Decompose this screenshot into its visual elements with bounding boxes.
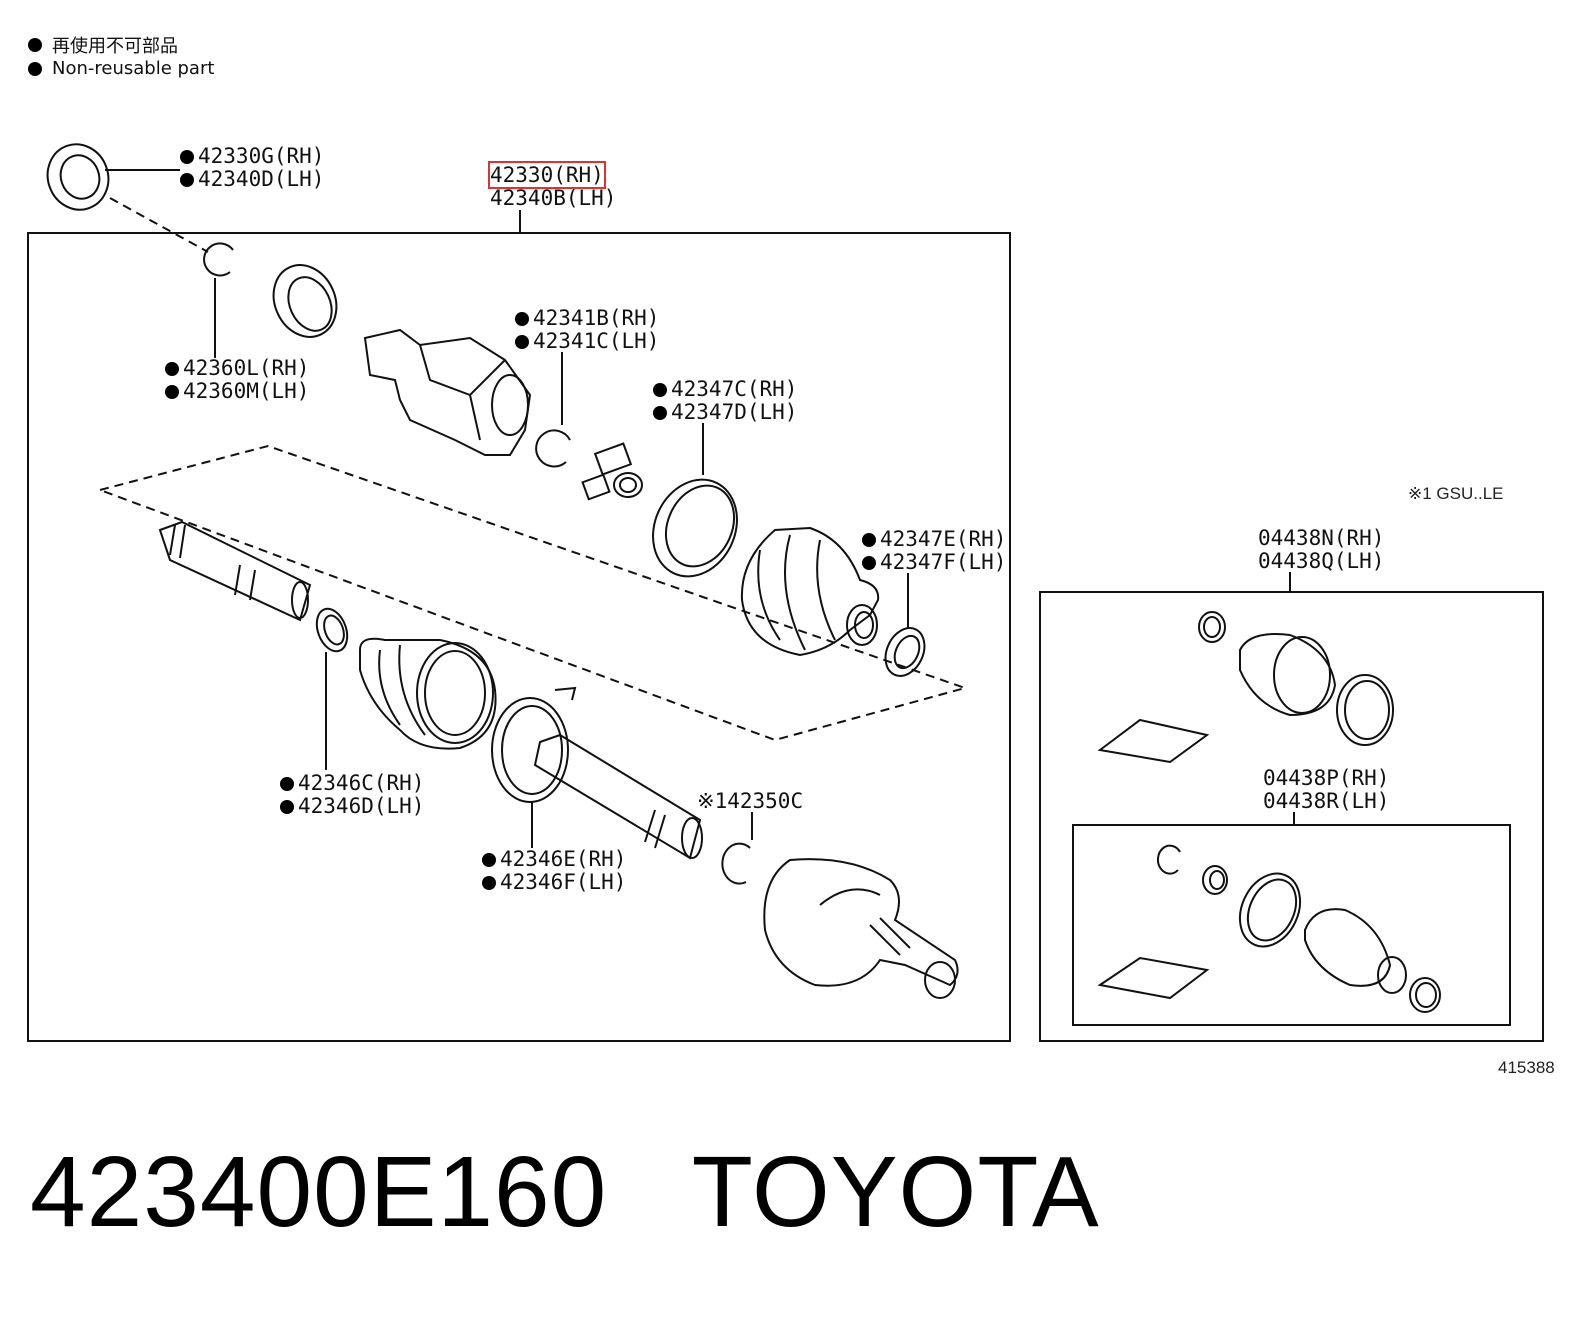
tripod-shape (581, 442, 643, 501)
bullet-icon (180, 173, 194, 187)
label-ring-c: 42341B(RH) 42341C(LH) (515, 307, 659, 353)
model-note: ※1 GSU..LE (1408, 484, 1504, 503)
label-boot-kit-outer: 04438N(RH) 04438Q(LH) (1258, 526, 1385, 573)
clamp-c-shape (315, 607, 349, 653)
dashed-group (96, 444, 969, 742)
kit-outer-parts (1097, 611, 1394, 764)
snap-ring-shape (203, 242, 234, 277)
highlighted-part-number: 42330(RH) (488, 161, 606, 189)
bullet-icon (653, 406, 667, 420)
legend-jp: 再使用不可部品 (28, 32, 178, 58)
outer-shaft-shape (533, 733, 703, 860)
label-clamp-b: 42347E(RH) 42347F(LH) (862, 528, 1006, 574)
boot-kit-inner-frame (1072, 824, 1511, 1026)
bullet-icon (862, 533, 876, 547)
label-clamp-a: 42347C(RH) 42347D(LH) (653, 378, 797, 424)
label-clamp-d: 42346E(RH) 42346F(LH) (482, 848, 626, 894)
label-clamp-c: 42346C(RH) 42346D(LH) (280, 772, 424, 818)
seal-ring-shape (272, 264, 338, 338)
label-boot-kit-inner: 04438P(RH) 04438R(LH) (1263, 766, 1390, 813)
bullet-icon (280, 777, 294, 791)
label-snap-ring: 42360L(RH) 42360M(LH) (165, 357, 309, 403)
clamp-b-shape (884, 627, 926, 677)
clamp-a-shape (652, 478, 738, 578)
figure-number: 415388 (1498, 1058, 1555, 1077)
dust-seal-shape (46, 143, 110, 211)
label-snap-ring-b: ※142350C (697, 789, 804, 813)
label-dust-seal: 42330G(RH) 42340D(LH) (180, 145, 324, 191)
bullet-icon (280, 800, 294, 814)
legend-en: Non-reusable part (28, 58, 214, 79)
bullet-icon (515, 335, 529, 349)
legend-jp-text: 再使用不可部品 (52, 36, 178, 57)
part-title: 423400E160 TOYOTA (30, 1136, 1100, 1248)
bullet-icon (180, 150, 194, 164)
inboard-joint-shape (363, 328, 532, 456)
bullet-icon (165, 385, 179, 399)
bullet-icon (28, 61, 42, 76)
kit-inner-parts (1097, 844, 1441, 1013)
bullet-icon (515, 312, 529, 326)
snap-ring-b-shape (721, 842, 751, 885)
outboard-joint-shape (763, 858, 959, 999)
bullet-icon (862, 556, 876, 570)
bullet-icon (482, 853, 496, 867)
label-assembly: 42330(RH) 42340B(LH) (488, 161, 617, 210)
boot-kit-frame (1039, 591, 1544, 1042)
outboard-boot-shape (359, 637, 497, 750)
bullet-icon (482, 876, 496, 890)
bullet-icon (28, 38, 42, 52)
clamp-d-shape (491, 697, 569, 803)
bullet-icon (165, 362, 179, 376)
bullet-icon (653, 383, 667, 397)
drive-shaft-shape (158, 520, 312, 622)
small-snap-ring-shape (535, 429, 571, 468)
legend-en-text: Non-reusable part (52, 58, 215, 79)
inboard-boot-shape (740, 526, 880, 657)
